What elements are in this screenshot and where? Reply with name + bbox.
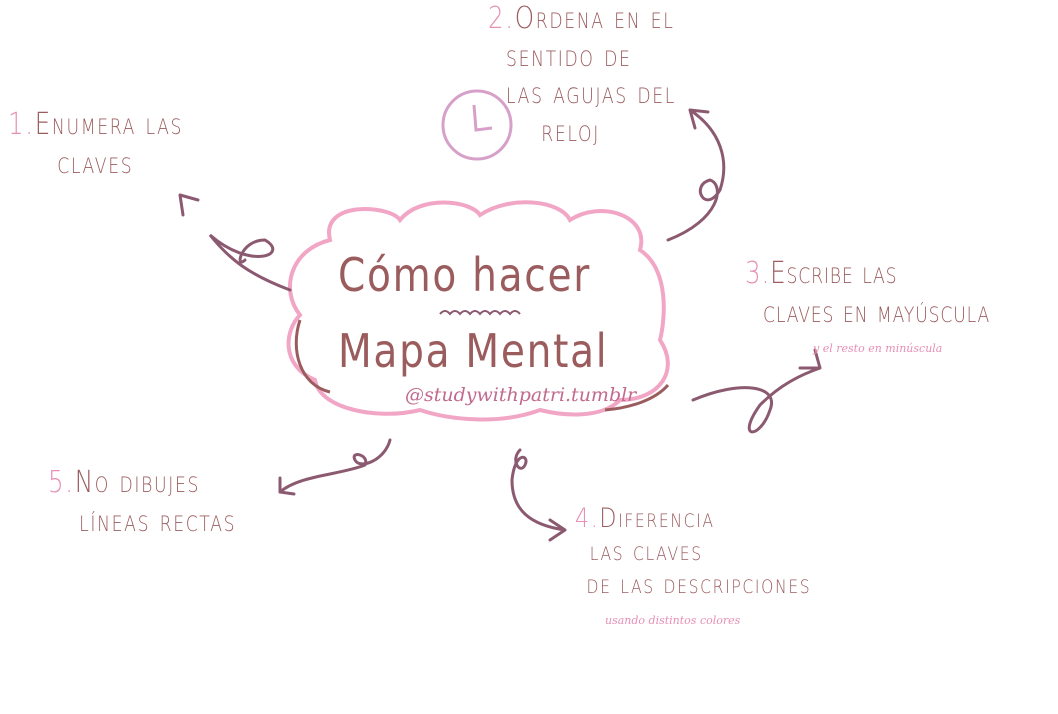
arrow-4 <box>510 448 567 542</box>
center-title-line1: Cómo hacer <box>338 248 592 302</box>
branch-4-line: de las descripciones <box>586 568 812 600</box>
branch-2-line: reloj <box>541 113 600 149</box>
arrow-1 <box>178 193 292 292</box>
wave-divider <box>439 310 521 316</box>
branch-3-line: claves en mayúscula <box>763 295 991 330</box>
branch-2-line: Ordena en el <box>514 1 675 36</box>
branch-4: 4.Diferencia las claves de las descripci… <box>575 503 811 602</box>
arrow-5 <box>278 438 392 496</box>
center-cloud <box>286 200 670 422</box>
branch-1: 1.Enumera las claves <box>8 105 183 183</box>
branch-3-line: Escribe las <box>770 256 898 291</box>
branch-3-note: y el resto en minúscula <box>813 342 943 355</box>
branch-2-line: las agujas del <box>506 76 676 111</box>
arrow-3 <box>691 348 822 434</box>
branch-3: 3.Escribe las claves en mayúscula <box>745 254 990 332</box>
branch-2-number: 2. <box>488 1 515 36</box>
branch-4-line: Diferencia <box>599 503 715 534</box>
branch-4-number: 4. <box>575 503 600 534</box>
clock-icon <box>441 89 513 161</box>
branch-3-number: 3. <box>745 256 771 291</box>
branch-1-line: claves <box>57 146 134 181</box>
center-handle: @studywithpatri.tumblr <box>405 384 637 406</box>
branch-5: 5.No dibujes líneas rectas <box>48 463 236 541</box>
branch-2-line: sentido de <box>506 38 632 74</box>
branch-1-number: 1. <box>8 107 35 142</box>
branch-5-line: No dibujes <box>74 465 201 500</box>
center-title-line2: Mapa Mental <box>338 324 609 378</box>
branch-1-line: Enumera las <box>34 107 184 142</box>
branch-5-number: 5. <box>48 465 75 500</box>
branch-5-line: líneas rectas <box>79 504 237 539</box>
branch-2: 2.Ordena en el sentido de las agujas del… <box>488 0 676 150</box>
branch-4-note: usando distintos colores <box>605 614 741 627</box>
arrow-2 <box>666 108 726 242</box>
cloud-shadow <box>294 319 670 412</box>
branch-4-line: las claves <box>589 535 703 567</box>
